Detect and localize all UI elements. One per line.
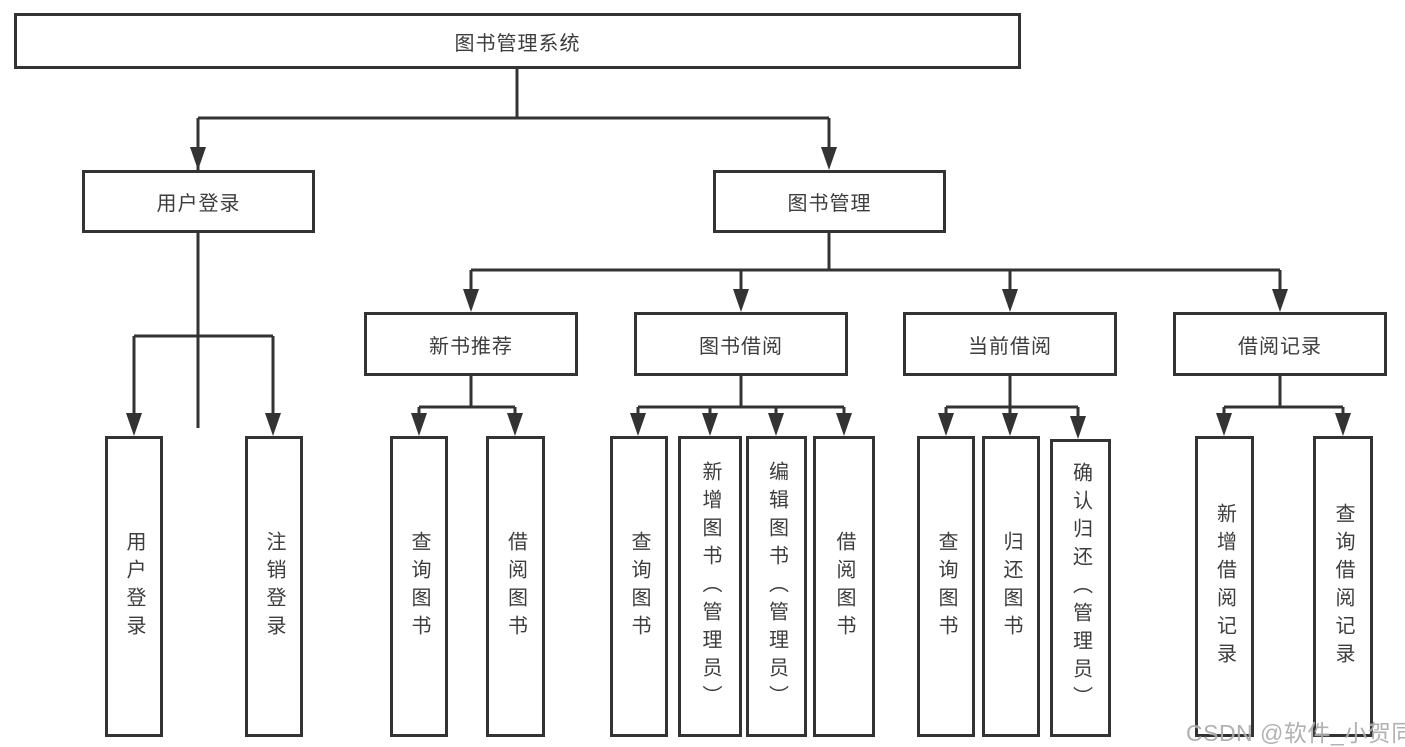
node-user-login-action: 用户登录 [105, 436, 163, 737]
node-logout-action: 注销登录 [245, 436, 303, 737]
node-label: 查询借阅记录 [1332, 502, 1354, 671]
node-label: 借阅图书 [504, 530, 527, 643]
node-borrowing-records: 借阅记录 [1173, 312, 1387, 376]
node-query-borrow-record: 查询借阅记录 [1313, 436, 1373, 737]
node-label: 用户登录 [156, 193, 241, 215]
node-library-system: 图书管理系统 [14, 13, 1021, 69]
node-label: 查询图书 [628, 530, 650, 643]
node-borrow-books-recommend: 借阅图书 [486, 436, 545, 737]
node-label: 新书推荐 [429, 335, 513, 358]
node-label: 确认归还（管理员） [1069, 462, 1092, 714]
node-current-borrowing: 当前借阅 [903, 312, 1117, 376]
node-label: 查询图书 [408, 530, 430, 643]
node-label: 新增图书（管理员） [699, 460, 721, 713]
node-borrow-books: 借阅图书 [813, 436, 875, 737]
node-new-book-recommend: 新书推荐 [364, 312, 578, 376]
csdn-watermark: CSDN @软件_小贺同学 [1186, 720, 1405, 746]
node-query-books-current: 查询图书 [917, 436, 975, 737]
node-book-borrowing: 图书借阅 [634, 312, 848, 376]
arrowheads [126, 147, 1351, 439]
node-query-books-recommend: 查询图书 [390, 436, 448, 737]
node-add-borrow-record: 新增借阅记录 [1195, 436, 1254, 737]
node-label: 借阅记录 [1238, 335, 1322, 358]
node-confirm-return-admin: 确认归还（管理员） [1050, 439, 1111, 737]
node-add-books-admin: 新增图书（管理员） [678, 436, 742, 737]
node-label: 当前借阅 [968, 335, 1052, 358]
node-label: 归还图书 [1000, 530, 1022, 643]
node-query-books-borrowing: 查询图书 [610, 436, 668, 737]
node-label: 查询图书 [935, 530, 957, 643]
node-label: 编辑图书（管理员） [765, 460, 788, 713]
node-label: 图书借阅 [699, 335, 783, 358]
node-label: 借阅图书 [833, 530, 855, 643]
node-user-login: 用户登录 [82, 170, 315, 233]
node-label: 图书管理系统 [454, 32, 581, 55]
node-label: 注销登录 [263, 530, 285, 643]
node-book-management: 图书管理 [713, 170, 946, 233]
node-label: 图书管理 [787, 193, 872, 215]
node-return-books: 归还图书 [982, 436, 1040, 737]
node-label: 用户登录 [123, 530, 145, 643]
node-edit-books-admin: 编辑图书（管理员） [746, 436, 807, 737]
node-label: 新增借阅记录 [1213, 502, 1236, 671]
